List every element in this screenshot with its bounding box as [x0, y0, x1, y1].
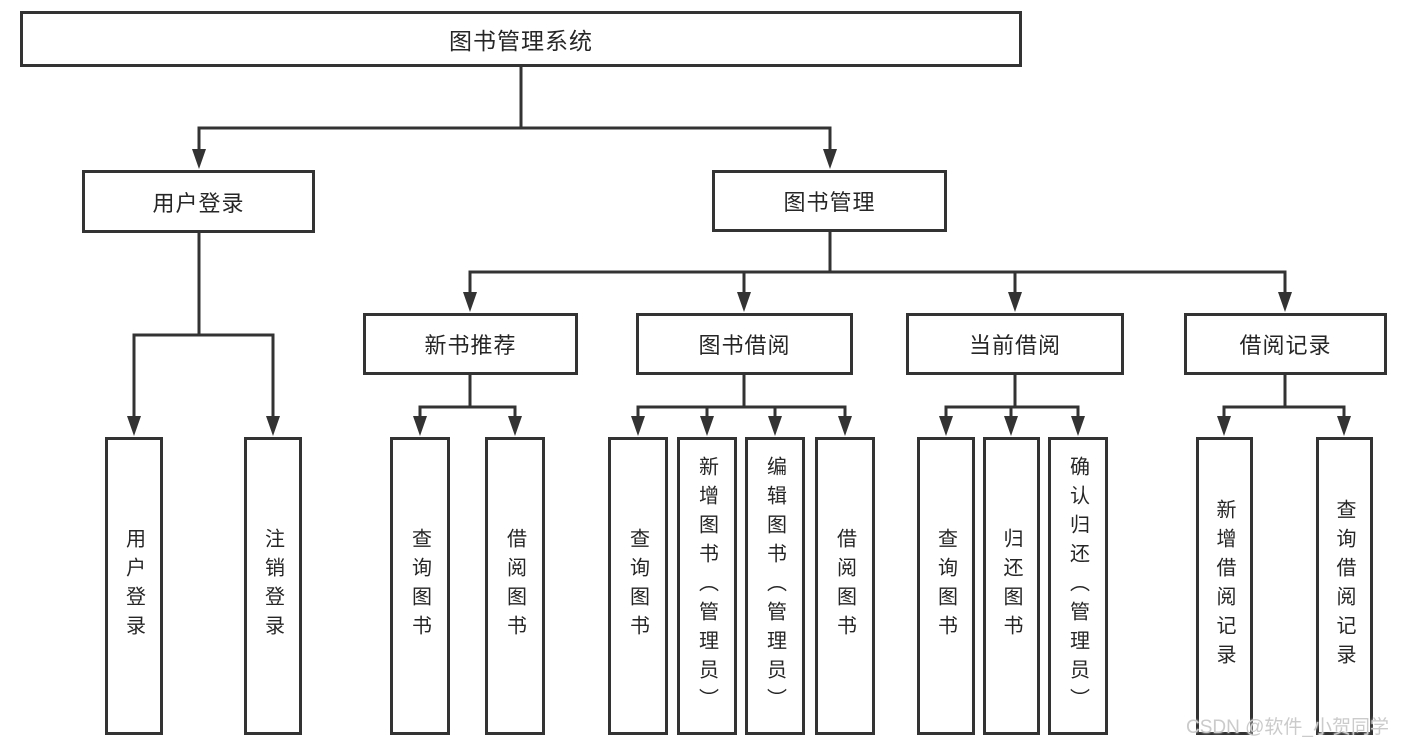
connector-current-borrow-to-leaves — [944, 375, 1080, 419]
arrowhead — [823, 149, 837, 169]
leaf-user-login: 用户登录 — [105, 437, 163, 735]
arrowhead — [508, 416, 522, 436]
arrowhead — [1071, 416, 1085, 436]
connector-lines — [132, 67, 1346, 419]
leaf-bb-query-books: 查询图书 — [608, 437, 668, 735]
leaf-bb-borrow-books: 借阅图书 — [815, 437, 875, 735]
leaf-bb-add-books-admin: 新增图书（管理员） — [677, 437, 737, 735]
arrowhead — [737, 292, 751, 312]
node-new-book-recommend: 新书推荐 — [363, 313, 578, 375]
arrowhead — [127, 416, 141, 436]
arrowhead — [631, 416, 645, 436]
leaf-nb-query-books: 查询图书 — [390, 437, 450, 735]
node-book-management: 图书管理 — [712, 170, 947, 232]
arrowhead — [1278, 292, 1292, 312]
arrowhead — [192, 149, 206, 169]
arrowhead — [838, 416, 852, 436]
node-user-login: 用户登录 — [82, 170, 315, 233]
arrowhead — [1004, 416, 1018, 436]
arrowhead — [1337, 416, 1351, 436]
leaf-logout: 注销登录 — [244, 437, 302, 735]
arrowhead — [413, 416, 427, 436]
csdn-watermark: CSDN @软件_小贺同学 — [1186, 717, 1389, 738]
connector-user-login-to-leaves — [132, 233, 275, 419]
node-borrowing-records: 借阅记录 — [1184, 313, 1387, 375]
leaf-br-add-record: 新增借阅记录 — [1196, 437, 1253, 735]
node-current-borrowing: 当前借阅 — [906, 313, 1124, 375]
arrowhead — [1217, 416, 1231, 436]
arrowhead — [1008, 292, 1022, 312]
connector-borrow-records-to-leaves — [1222, 375, 1346, 419]
node-library-management-system: 图书管理系统 — [20, 11, 1022, 67]
arrowhead — [266, 416, 280, 436]
arrowheads — [127, 149, 1351, 436]
arrowhead — [768, 416, 782, 436]
leaf-cb-query-books: 查询图书 — [917, 437, 975, 735]
node-book-borrowing: 图书借阅 — [636, 313, 853, 375]
leaf-nb-borrow-books: 借阅图书 — [485, 437, 545, 735]
leaf-br-query-record: 查询借阅记录 — [1316, 437, 1373, 735]
arrowhead — [700, 416, 714, 436]
leaf-bb-edit-books-admin: 编辑图书（管理员） — [745, 437, 805, 735]
arrowhead — [463, 292, 477, 312]
connector-root-to-level1 — [197, 67, 832, 152]
connector-book-mgmt-to-level2 — [468, 232, 1287, 295]
connector-new-book-to-leaves — [418, 375, 517, 419]
leaf-cb-return-books: 归还图书 — [983, 437, 1040, 735]
connector-book-borrow-to-leaves — [636, 375, 847, 419]
leaf-cb-confirm-return-admin: 确认归还（管理员） — [1048, 437, 1108, 735]
arrowhead — [939, 416, 953, 436]
